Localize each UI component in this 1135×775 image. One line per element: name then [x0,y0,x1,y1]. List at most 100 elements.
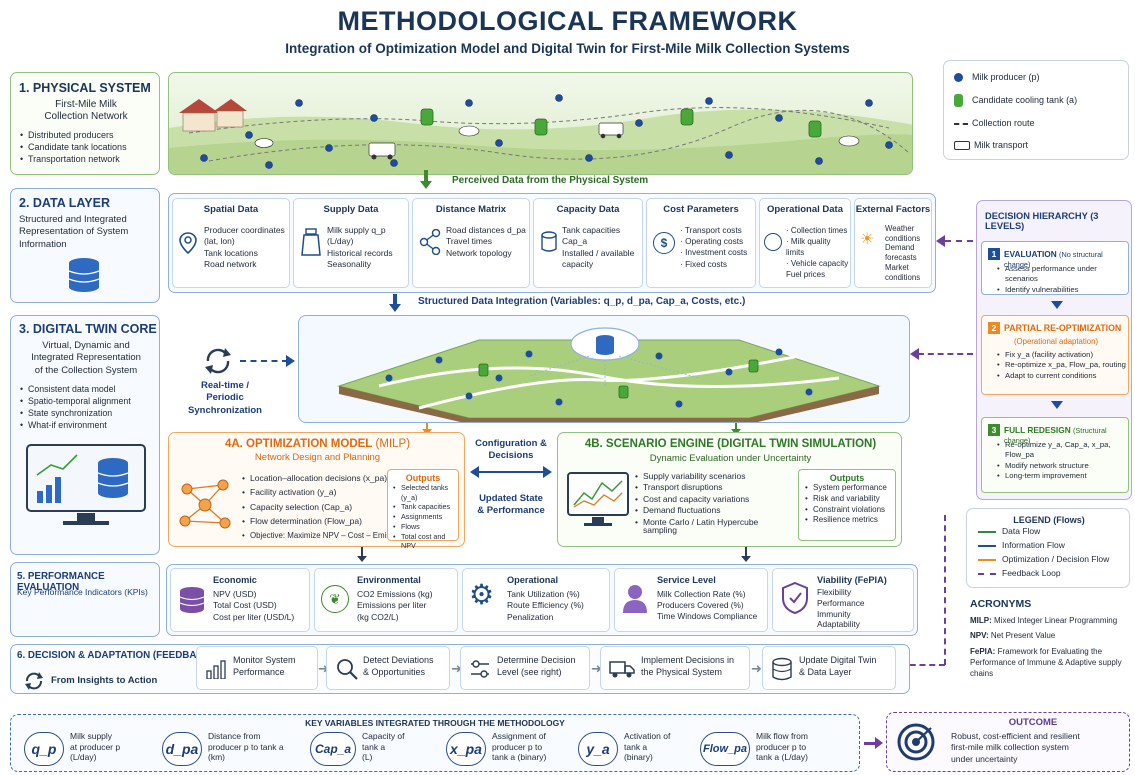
sync-label: Real-time / Periodic Synchronization [170,380,280,417]
clock-icon [764,233,782,251]
data-card-line: Network topology [446,247,512,258]
magnifier-icon [337,659,358,680]
twin-core-heading: 3. DIGITAL TWIN CORE [19,322,157,336]
data-card-title: Operational Data [766,204,844,215]
optimization-output: Assignments [392,512,458,522]
data-card-line: Historical records [327,247,393,258]
optimization-outputs-title: Outputs [405,473,441,483]
sync-label-line: Synchronization [188,404,262,416]
scenario-item: Cost and capacity variations [634,494,758,506]
data-card-line: · Milk quality limits [786,237,831,258]
data-layer-panel: 2. DATA LAYER Structured and Integrated … [10,188,160,303]
data-card-line: Fuel prices [786,270,826,280]
optimization-output: Flows [392,522,458,532]
optimization-item: Location–allocation decisions (x_pa) [241,473,409,485]
step-line: Implement Decisions in [641,655,735,665]
data-card-line: Market [885,262,909,272]
level-2-badge: 2 [988,322,1000,334]
user-icon [623,585,647,613]
scenario-heading: 4B. SCENARIO ENGINE [584,438,714,450]
scenario-output: Constraint violations [804,505,895,516]
acronym-fepia: FePIA: Framework for Evaluating the Perf… [970,646,1132,679]
optimization-item: Facility activation (y_a) [241,487,409,499]
database-icon [68,258,100,292]
outcome-panel: OUTCOME Robust, cost-efficient and resil… [886,712,1130,772]
data-card-lines: · Transport costs · Operating costs · In… [680,225,747,270]
flow-arrow-icon [978,544,996,547]
sync-icon [205,348,231,374]
optimization-sub: Network Design and Planning [254,452,381,463]
data-card-line: Milk supply q_p [327,225,386,235]
var-line: at producer p [70,741,121,752]
gear-icon: ⚙ [469,579,495,610]
data-card-line: Road network [204,259,257,270]
feedback-dashed-line-top [945,240,973,242]
flow-legend-panel: LEGEND (Flows) [966,508,1130,588]
var-line: Activation of [624,731,671,741]
var-line: Assignment of [492,731,546,741]
kpi-card-title: Service Level [657,575,716,585]
flow-legend-label: Information Flow [1002,540,1065,550]
kpi-card-lines: CO2 Emissions (kg) Emissions per liter (… [357,589,433,623]
tank-cylinder-icon [541,231,557,252]
kpi-line: Producers Covered (%) [657,600,744,611]
acronym-key: NPV: [970,631,989,640]
kpi-line: Adaptability [817,619,860,630]
optimization-item: Capacity selection (Cap_a) [241,502,409,514]
updated-label: Updated State & Performance [466,493,556,518]
network-graph-icon [179,479,231,529]
step-line: Monitor System [233,655,296,665]
scenario-item: Demand fluctuations [634,505,758,517]
twin-core-item: State synchronization [19,408,131,420]
data-card-line: Tank capacities Cap_a [562,225,621,247]
level-1-list: Assess performance under scenarios Ident… [996,264,1128,296]
simulation-monitor-icon [567,472,629,526]
scenario-output: System performance [804,483,895,494]
structured-arrowhead [389,304,401,312]
acronym-val: Framework for Evaluating the Performance… [970,647,1122,679]
data-card-title: Cost Parameters [663,204,739,215]
outcome-text: Robust, cost-efficient and resilient fir… [951,731,1080,765]
var-symbol: q_p [24,732,64,766]
kpi-card-lines: NPV (USD) Total Cost (USD) Cost per lite… [213,589,294,623]
kpi-line: Emissions per liter [357,600,427,611]
physical-heading: 1. PHYSICAL SYSTEM [19,81,151,95]
perceived-arrow [424,170,428,182]
legend-producer-row: Milk producer (p) [954,72,1040,83]
flow-legend-row: Data Flow [978,526,1040,536]
var-line: tank a [362,741,386,752]
level-3-item: Re-optimize y_a, Cap_a, x_pa, Flow_pa [996,440,1128,461]
sliders-icon [471,660,489,678]
updated-label-line: & Performance [477,505,545,517]
flow-legend-label: Optimization / Decision Flow [1002,554,1110,564]
kpi-arrowhead-right [741,556,751,562]
var-line: producer p to [492,741,543,752]
scenario-outputs-box: Outputs System performance Risk and vari… [798,469,896,541]
twin-core-item: Spatio-temporal alignment [19,396,131,408]
level-3-item: Long-term improvement [996,471,1128,482]
var-line: (L/day) [70,752,97,763]
kpi-card-environmental: ❦ Environmental CO2 Emissions (kg) Emiss… [314,568,458,632]
acronyms-panel: ACRONYMS MILP: Mixed Integer Linear Prog… [966,596,1132,688]
data-card-line: · Transport costs [680,225,742,235]
kpi-card-title: Operational [507,575,559,585]
scenario-outputs-title: Outputs [829,473,865,483]
data-layer-desc-line: Representation of System [19,226,129,238]
kpi-card-lines: Tank Utilization (%) Route Efficiency (%… [507,589,584,623]
data-card-line: Tank locations [204,247,258,258]
target-icon [897,723,935,761]
monitor-dashboard-icon [26,444,146,525]
exchange-arrowhead-left [470,466,479,478]
kpi-card-title: Environmental [357,575,421,585]
data-layer-heading: 2. DATA LAYER [19,196,110,210]
twin-core-list: Consistent data model Spatio-temporal al… [19,384,131,432]
var-line: Distance from [208,731,261,741]
var-line: tank a [624,741,648,752]
data-card-cost: Cost Parameters $ · Transport costs · Op… [646,198,756,288]
config-label-line: Configuration & [475,438,547,449]
data-card-line: capacity [562,259,594,270]
data-card-line: forecasts [885,253,917,263]
data-card-lines: Producer coordinates (lat, lon) Tank loc… [204,225,285,271]
